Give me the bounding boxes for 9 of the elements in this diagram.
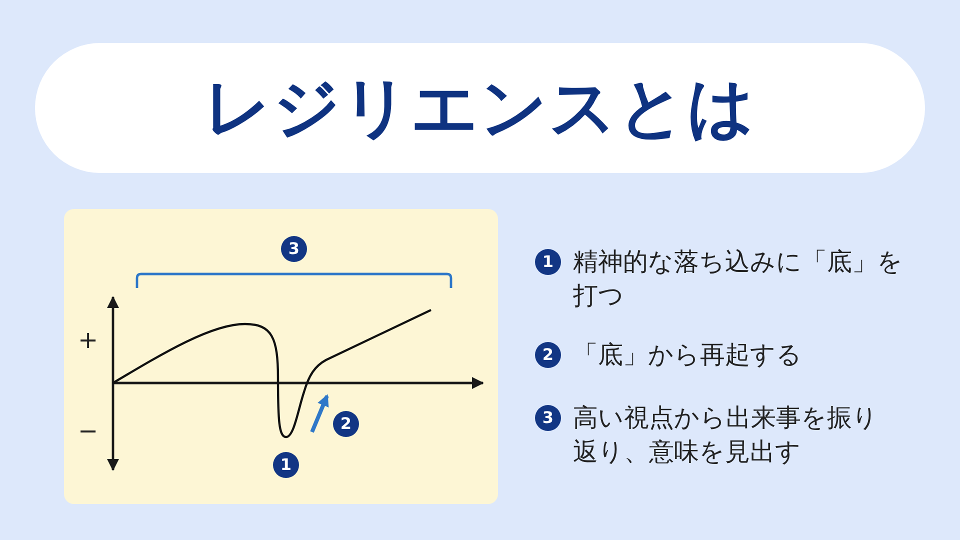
number-circle: 2 bbox=[535, 342, 561, 368]
number-circle: 1 bbox=[535, 249, 561, 275]
list-text: 精神的な落ち込みに「底」を打つ bbox=[573, 246, 903, 312]
list-text: 「底」から再起する bbox=[573, 339, 803, 371]
title: レジリエンスとは bbox=[204, 75, 756, 141]
axis-label: − bbox=[76, 419, 100, 443]
axis-label: + bbox=[76, 328, 100, 352]
list-text: 高い視点から出来事を振り返り、意味を見出す bbox=[573, 402, 878, 468]
number-circle: 3 bbox=[535, 405, 561, 431]
